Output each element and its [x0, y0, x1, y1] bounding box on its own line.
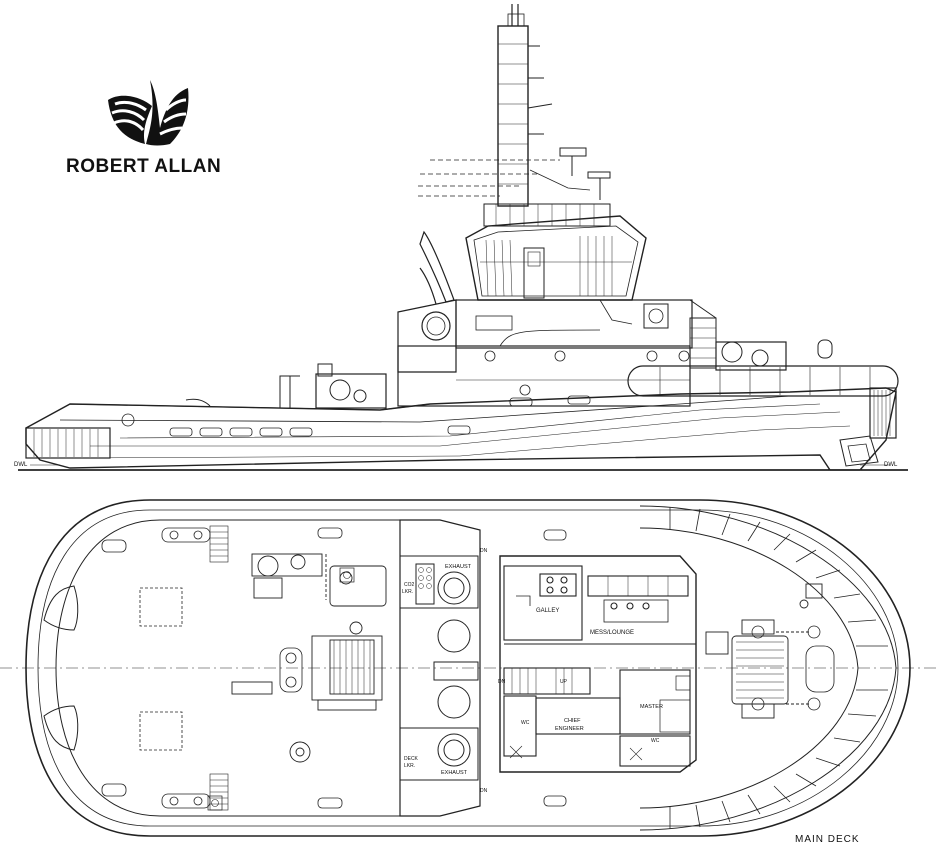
wc-label-2: WC: [651, 738, 660, 744]
aft-towing-winch-plan: [705, 583, 823, 719]
hull-portholes: [169, 395, 591, 437]
superstructure: [397, 299, 717, 407]
dn-label-2: DN: [480, 788, 488, 794]
dn-label-1: DN: [480, 548, 488, 554]
stern-fender-plan: [639, 505, 897, 831]
chief-engineer-label-line2: ENGINEER: [555, 726, 584, 732]
company-emblem-icon: [421, 311, 451, 341]
galley-label: GALLEY: [536, 608, 559, 614]
aft-towing-winch: [715, 339, 833, 371]
wheelhouse: [465, 203, 647, 331]
robert-allan-logo-icon: [108, 80, 189, 146]
main-deck-plan: [0, 499, 940, 837]
bow-fender: [25, 427, 111, 459]
main-deck-title: MAIN DECK: [795, 834, 860, 845]
brand-name: ROBERT ALLAN: [66, 156, 222, 177]
bitts: [101, 527, 835, 809]
plan-hull-outline: [25, 499, 911, 837]
deck-locker-label-line1: DECK: [404, 756, 419, 762]
forward-winch: [279, 363, 387, 409]
radar-antenna-icon: [559, 147, 587, 157]
up-label: UP: [560, 679, 568, 685]
co2-locker-label-line2: LKR.: [402, 589, 413, 595]
mast: [418, 4, 611, 207]
master-label: MASTER: [640, 704, 663, 710]
wc-label-1: WC: [521, 720, 530, 726]
profile-view: [18, 4, 908, 471]
dwl-label-right: DWL: [884, 462, 898, 468]
exhaust-bottom-label: EXHAUST: [441, 770, 468, 776]
deckhouse-plan: [399, 519, 481, 817]
stern-fender: [839, 387, 897, 467]
mess-lounge-label: MESS/LOUNGE: [590, 630, 634, 636]
dn-label-3: DN: [498, 679, 506, 685]
accommodation-plan: [499, 555, 697, 773]
dwl-label-left: DWL: [14, 462, 28, 468]
anchor-winch-plan: [251, 553, 387, 607]
exhaust-top-label: EXHAUST: [445, 564, 472, 570]
exhaust-stacks: [419, 230, 455, 305]
deck-locker-label-line2: LKR.: [404, 763, 415, 769]
co2-locker-label-line1: CO2: [404, 582, 415, 588]
chief-engineer-label-line1: CHIEF: [564, 718, 581, 724]
forward-capstan-plan: [231, 621, 383, 763]
wheelhouse-door: [523, 247, 545, 299]
